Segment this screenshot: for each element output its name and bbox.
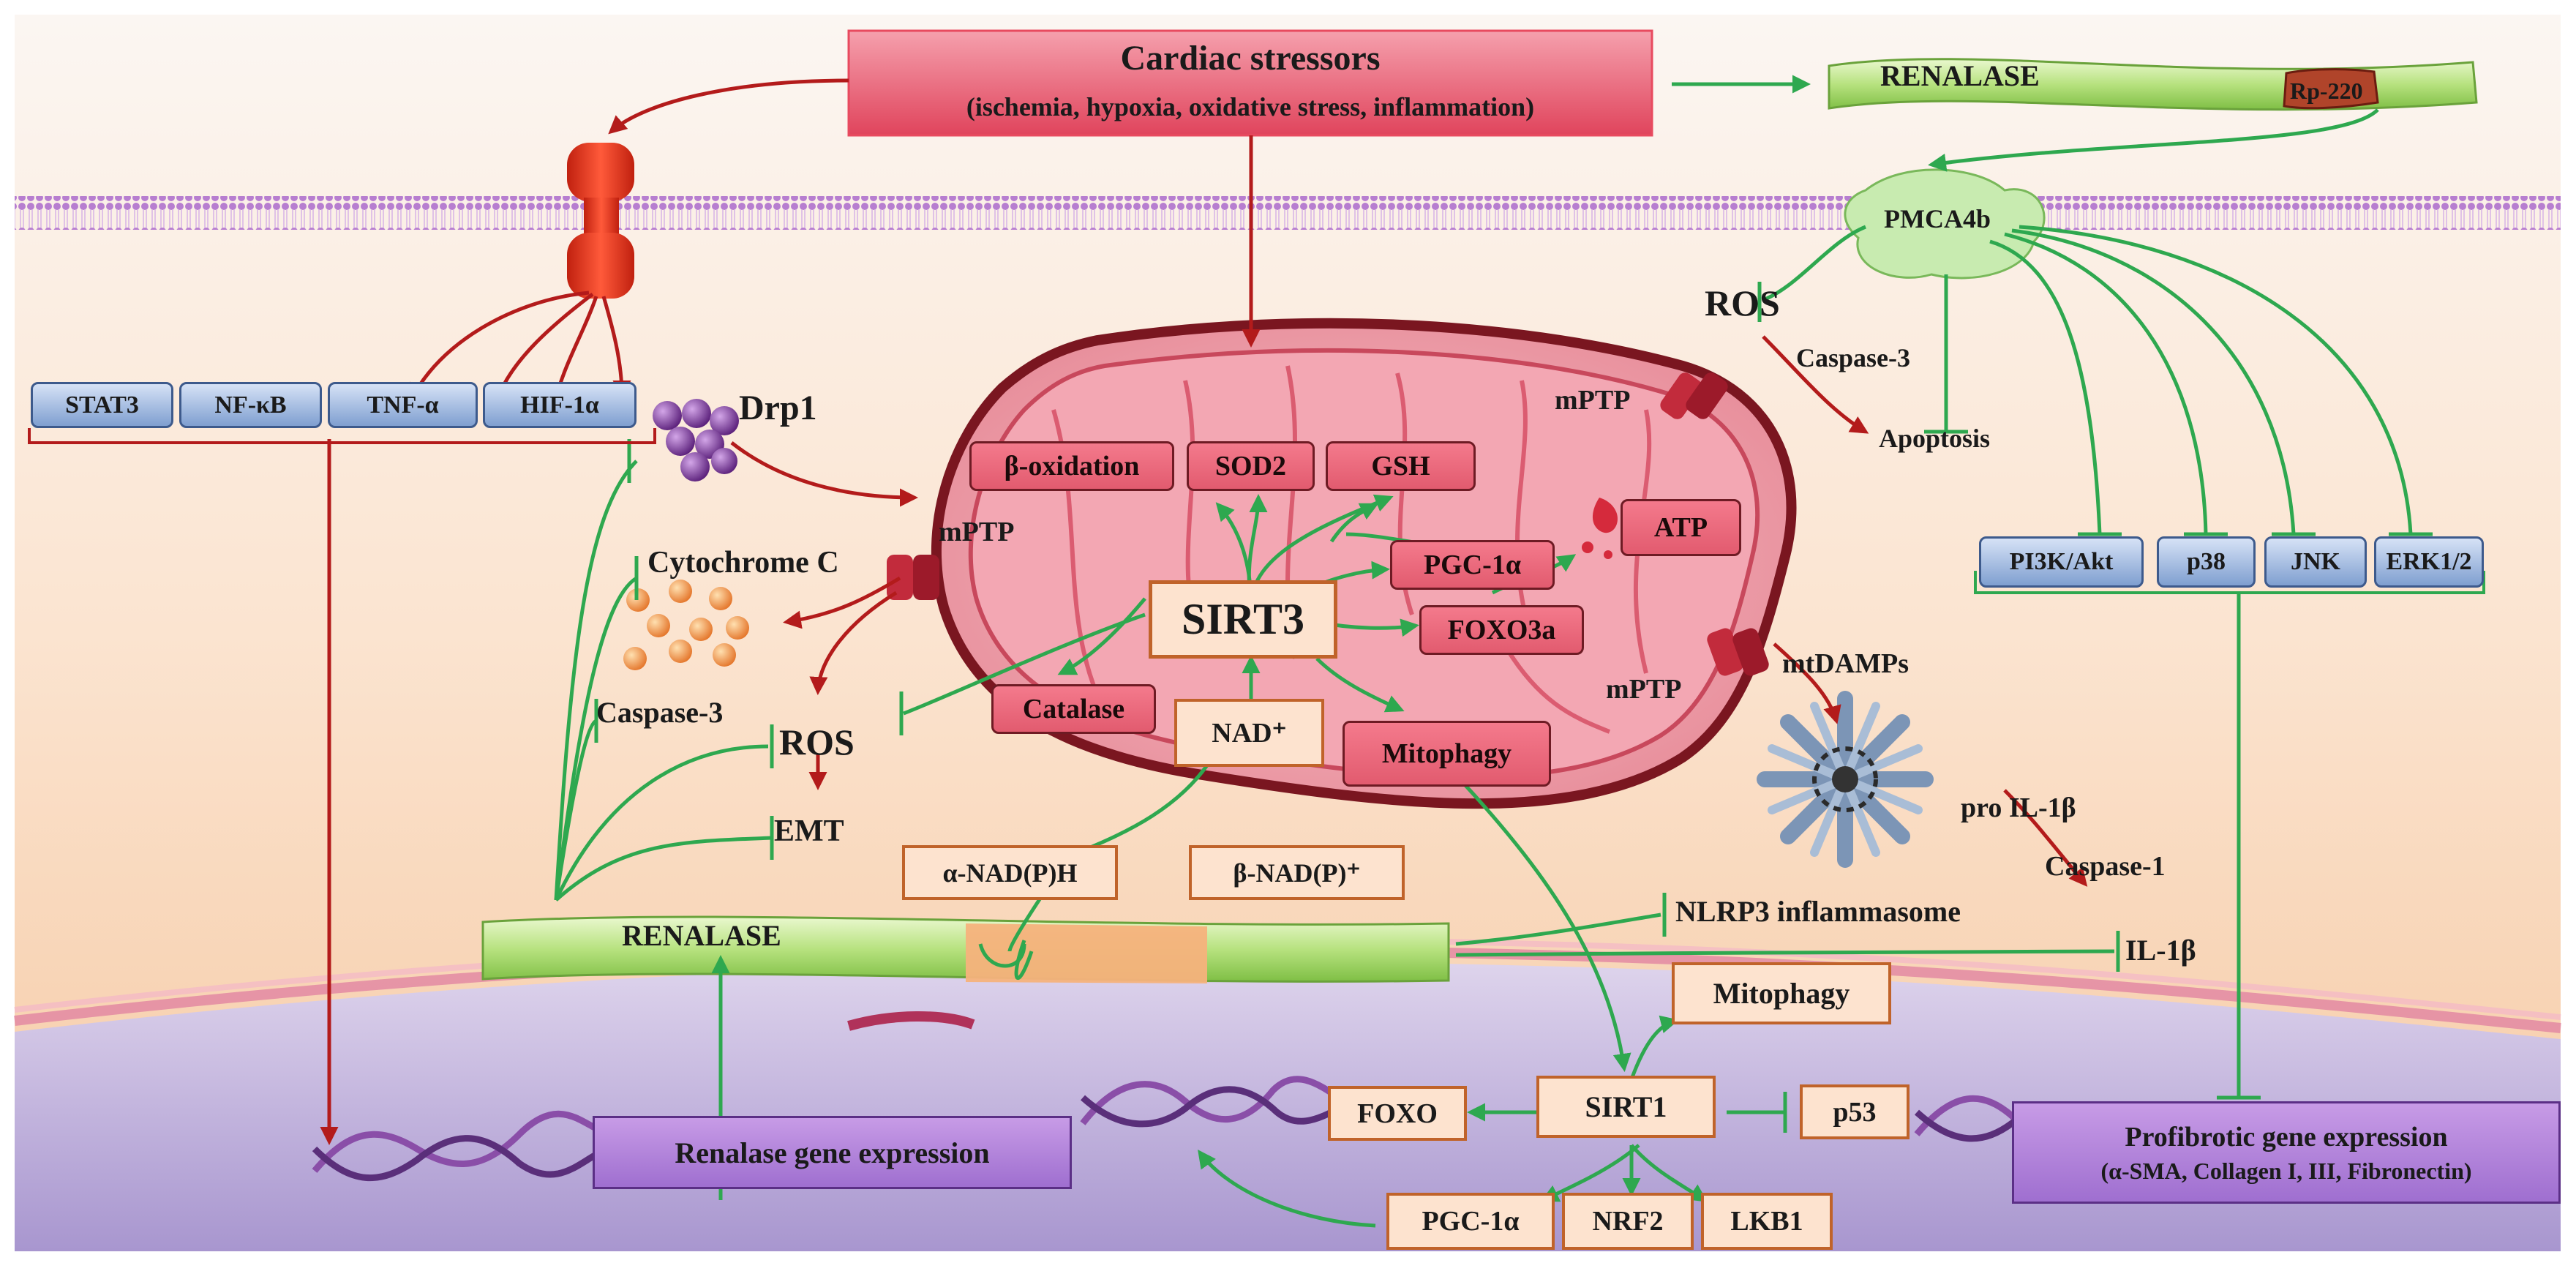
profibrotic-title: Profibrotic gene expression [2125,1121,2448,1153]
mitophagy-mito-box: Mitophagy [1343,721,1551,787]
renalase-mid-label: RENALASE [622,919,781,952]
erk12-box: ERK1/2 [2374,536,2484,588]
atp-droplet [1592,498,1618,533]
hif1a-box: HIF-1α [483,382,637,428]
rp-220-region [2283,68,2379,110]
pmca4b-pump [1844,168,2046,280]
nrf2-box: NRF2 [1562,1193,1694,1250]
renalase-gene-expression-box: Renalase gene expression [593,1116,1072,1189]
mptp-channel-top [1660,372,1728,419]
jnk-box: JNK [2264,536,2367,588]
il1b-label: IL-1β [2125,934,2196,967]
caspase1-label: Caspase-1 [2045,851,2166,882]
renalase-fad-domain [966,923,1207,983]
mptp-channel-left [887,555,939,600]
alpha-nadph-box: α-NAD(P)H [902,845,1118,900]
mptp-label-left: mPTP [939,517,1015,547]
nfkb-box: NF-κB [179,382,322,428]
catalase-box: Catalase [991,684,1156,734]
drp1-cluster [653,399,739,481]
stressors-title: Cardiac stressors [1120,39,1381,78]
tnfa-box: TNF-α [328,382,478,428]
foxo3a-box: FOXO3a [1419,605,1584,655]
mitophagy-nuclear-box: Mitophagy [1672,962,1891,1024]
rp-220-label: Rp-220 [2290,78,2363,104]
lkb1-box: LKB1 [1701,1193,1833,1250]
dna-helix-left [312,1110,602,1182]
caspase3-right-label: Caspase-3 [1796,343,1911,372]
ros-right-label: ROS [1705,282,1780,323]
mtdamps-label: mtDAMPs [1782,648,1910,679]
cardiac-stressors-box [847,29,1653,137]
beta-nadp-box: β-NAD(P)⁺ [1189,845,1405,900]
gsh-box: GSH [1326,441,1476,491]
pgc1a-mito-box: PGC-1α [1390,540,1555,590]
nad-box: NAD⁺ [1174,699,1324,767]
pmca4b-label: PMCA4b [1884,204,1991,233]
emt-label: EMT [774,814,844,848]
inhibition-lines [554,225,2433,1133]
p53-box: p53 [1800,1084,1910,1139]
mptp-label-top: mPTP [1555,385,1631,416]
apoptosis-label: Apoptosis [1879,424,1991,453]
cytochrome-c-particles [623,580,749,670]
p38-box: p38 [2157,536,2256,588]
pro-il1b-label: pro IL-1β [1961,792,2076,823]
tf-bracket [28,428,656,444]
atp-box: ATP [1621,499,1741,556]
dna-helix-middle [1080,1076,1341,1128]
renalase-top-label: RENALASE [1880,59,2040,92]
nlrp3-label: NLRP3 inflammasome [1675,895,1961,928]
cytochrome-c-label: Cytochrome C [647,546,839,580]
stat3-box: STAT3 [31,382,173,428]
mptp-channel-right [1707,628,1769,676]
pi3k-akt-box: PI3K/Akt [1979,536,2144,588]
mptp-label-right: mPTP [1606,674,1682,705]
membrane-receptor [567,143,634,299]
sirt3-box: SIRT3 [1149,580,1337,659]
sirt1-box: SIRT1 [1536,1076,1716,1138]
foxo-box: FOXO [1328,1086,1467,1141]
cell-membrane [15,196,2561,230]
beta-oxidation-box: β-oxidation [969,441,1174,491]
ros-left-label: ROS [779,722,855,762]
stressors-subtitle: (ischemia, hypoxia, oxidative stress, in… [966,92,1535,121]
profibrotic-subtitle: (α-SMA, Collagen I, III, Fibronectin) [2100,1157,2472,1184]
caspase3-left-label: Caspase-3 [596,696,724,729]
sod2-box: SOD2 [1187,441,1315,491]
profibrotic-gene-expression-box: Profibrotic gene expression (α-SMA, Coll… [2012,1101,2561,1204]
pgc1a-nuclear-box: PGC-1α [1386,1193,1555,1250]
drp1-label: Drp1 [739,389,817,427]
kinase-bracket [1974,571,2485,594]
nlrp3-inflammasome-structure [1757,691,1934,868]
